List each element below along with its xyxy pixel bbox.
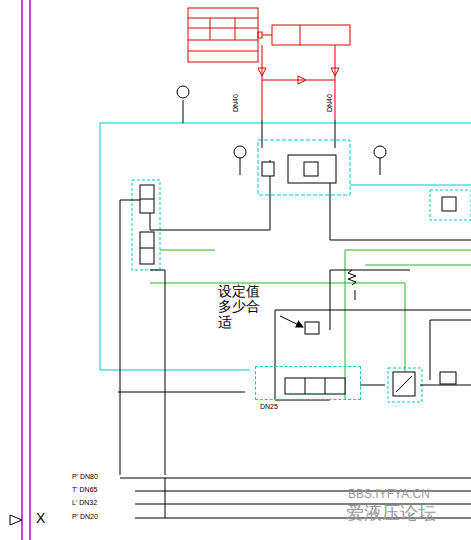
spring-symbol <box>348 270 356 285</box>
valve-symbol <box>140 155 456 396</box>
frame-line <box>22 0 30 540</box>
pipe-label: L' DN32 <box>72 499 97 507</box>
size-label: DN25 <box>260 403 278 410</box>
pipe-label: P' DN80 <box>72 473 98 481</box>
valve-group: DN25 <box>255 366 361 400</box>
pipe-label: DN40 <box>232 94 240 112</box>
pipe-label: T' DN65 <box>72 486 97 494</box>
pressure-gauge <box>177 86 386 175</box>
leader-line <box>280 316 303 327</box>
callout-note: 设定值多少合适 <box>218 284 262 330</box>
pressure-line <box>118 100 471 475</box>
pipe-label: X <box>36 511 45 526</box>
cylinder-pipes <box>258 45 339 120</box>
cylinder-table <box>188 8 350 62</box>
group-outline <box>100 123 471 402</box>
port-arrow <box>10 515 22 525</box>
pipe-label: P' DN20 <box>72 513 98 521</box>
watermark: BBS.IYFYA.CN <box>348 488 430 501</box>
pipe-label: DN40 <box>326 94 334 112</box>
watermark: 爱液压论坛 <box>346 504 436 524</box>
pilot-line <box>150 250 471 400</box>
